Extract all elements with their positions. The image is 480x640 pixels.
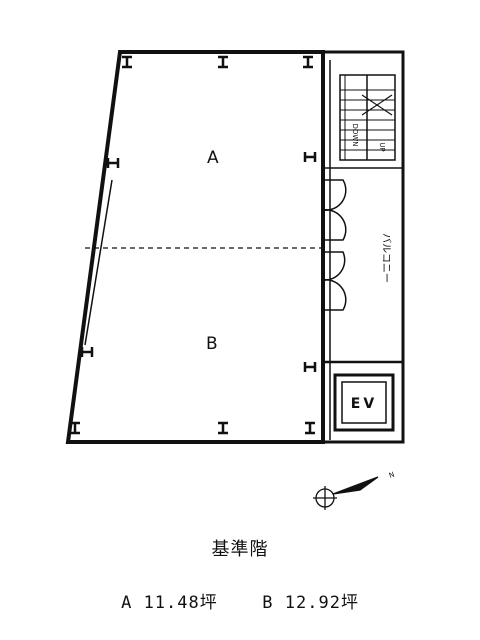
stair-down-label: DOWN: [351, 123, 359, 146]
area-a-value: 11.48: [143, 593, 200, 613]
room-b-label: B: [206, 334, 218, 354]
annex-outline: [323, 50, 405, 444]
stair-up-label: UP: [378, 142, 386, 151]
column-markers: [70, 55, 317, 435]
area-summary: A 11.48坪 B 12.92坪: [0, 588, 480, 613]
north-label: N: [388, 471, 396, 480]
area-b-unit: 坪: [340, 593, 359, 613]
area-b-value: 12.92: [284, 593, 341, 613]
floor-outline: [65, 50, 325, 444]
elevator-shaft: [333, 373, 395, 432]
balcony-label: バルコニー: [380, 233, 392, 283]
area-b-room: B: [262, 593, 274, 613]
floor-plan: DOWN UP バルコニー EV N: [65, 50, 405, 510]
area-a-room: A: [121, 593, 133, 613]
room-a-label: A: [207, 148, 219, 168]
north-arrow-icon: [313, 476, 379, 510]
area-a-unit: 坪: [199, 593, 218, 613]
staircase: [339, 74, 396, 161]
floor-caption: 基準階: [211, 539, 269, 560]
slanted-inner-wall: [84, 179, 113, 346]
balcony-doors: [321, 178, 347, 312]
elevator-label: EV: [351, 396, 377, 412]
